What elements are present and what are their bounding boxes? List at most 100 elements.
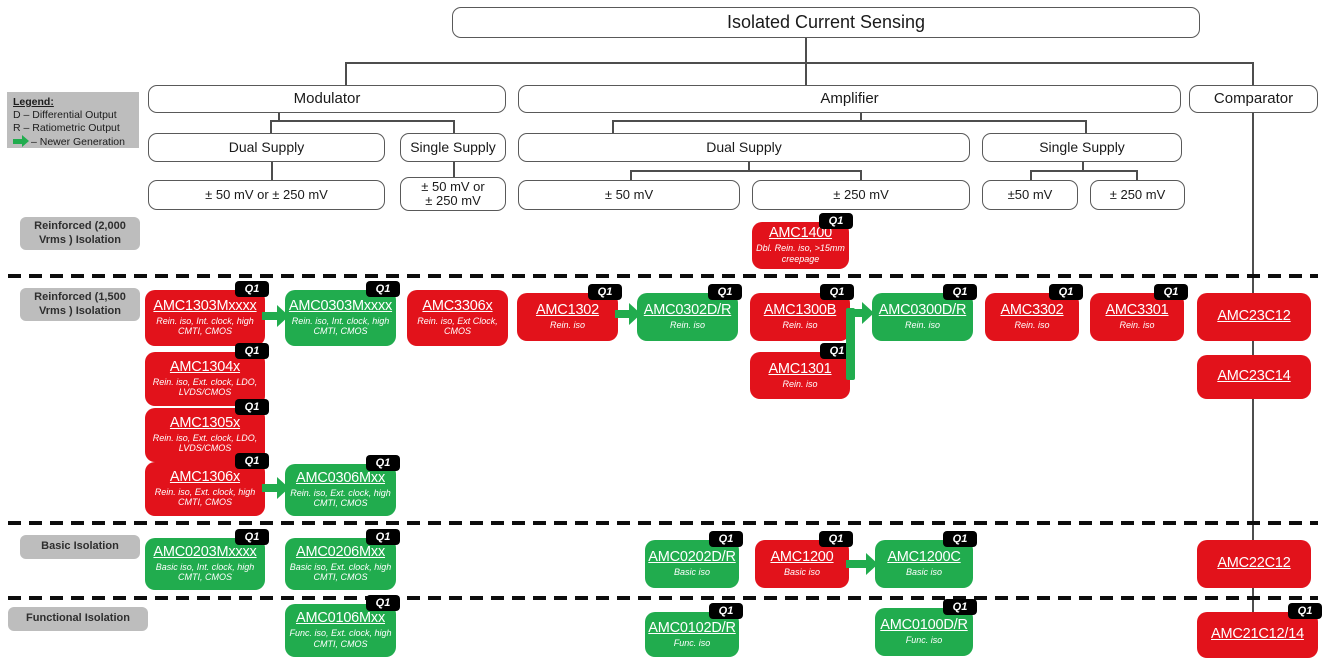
- connector-line: [1030, 170, 1138, 172]
- connector-line: [860, 170, 862, 180]
- product-name[interactable]: AMC22C12: [1217, 555, 1291, 572]
- product-name[interactable]: AMC1200: [770, 549, 834, 566]
- product-box-amc23c12[interactable]: AMC23C12: [1197, 293, 1311, 341]
- row-label-functional-isolation: Functional Isolation: [8, 607, 148, 631]
- q1-badge: Q1: [235, 453, 269, 469]
- product-name[interactable]: AMC1305x: [169, 414, 241, 431]
- amplifier-single-range-50: ±50 mV: [982, 180, 1078, 210]
- product-name[interactable]: AMC0102D/R: [648, 619, 736, 636]
- newer-generation-arrow: [262, 477, 289, 499]
- q1-badge: Q1: [1154, 284, 1188, 300]
- amplifier-dual-supply: Dual Supply: [518, 133, 970, 162]
- newer-generation-arrow: [850, 302, 874, 324]
- product-name[interactable]: AMC0306Mxx: [295, 469, 386, 486]
- product-name[interactable]: AMC0106Mxx: [295, 610, 386, 627]
- product-name[interactable]: AMC1300B: [763, 302, 837, 319]
- product-name[interactable]: AMC21C12/14: [1211, 626, 1304, 643]
- modulator-dual-supply: Dual Supply: [148, 133, 385, 162]
- product-name[interactable]: AMC0203Mxxxx: [153, 543, 257, 560]
- q1-badge: Q1: [819, 531, 853, 547]
- range-line1: ± 50 mV or: [421, 179, 485, 195]
- product-name[interactable]: AMC1301: [768, 360, 832, 377]
- q1-badge: Q1: [943, 284, 977, 300]
- product-name[interactable]: AMC1306x: [169, 468, 241, 485]
- connector-line: [630, 170, 862, 172]
- connector-line: [1085, 120, 1087, 133]
- q1-badge: Q1: [235, 529, 269, 545]
- connector-line: [271, 162, 273, 180]
- q1-badge: Q1: [943, 599, 977, 615]
- product-description: Func. iso: [905, 635, 943, 646]
- newer-generation-arrow: [615, 303, 641, 325]
- product-name[interactable]: AMC0206Mxx: [295, 543, 386, 560]
- amplifier-single-range-250: ± 250 mV: [1090, 180, 1185, 210]
- legend-differential: D – Differential Output: [13, 109, 117, 122]
- product-name[interactable]: AMC3306x: [422, 297, 493, 314]
- product-description: Dbl. Rein. iso, >15mm creepage: [756, 243, 845, 264]
- connector-line: [453, 120, 455, 133]
- product-name[interactable]: AMC3301: [1105, 302, 1169, 319]
- modulator-single-supply: Single Supply: [400, 133, 506, 162]
- connector-line: [270, 120, 455, 122]
- product-description: Func. iso: [673, 637, 711, 648]
- connector-line: [278, 113, 280, 121]
- product-description: Rein. iso, Ext. clock, high CMTI, CMOS: [290, 487, 391, 509]
- product-name[interactable]: AMC0302D/R: [643, 302, 732, 319]
- product-description: Func. iso, Ext. clock, high CMTI, CMOS: [289, 628, 392, 649]
- product-name[interactable]: AMC0100D/R: [880, 617, 968, 634]
- product-name[interactable]: AMC0300D/R: [878, 302, 967, 319]
- modulator-single-range: ± 50 mV or ± 250 mV: [400, 177, 506, 211]
- product-box-amc22c12[interactable]: AMC22C12: [1197, 540, 1311, 588]
- q1-badge: Q1: [366, 595, 400, 611]
- product-name[interactable]: AMC1200C: [887, 549, 961, 566]
- q1-badge: Q1: [943, 531, 977, 547]
- product-name[interactable]: AMC23C12: [1217, 308, 1291, 325]
- product-name[interactable]: AMC1304x: [169, 358, 241, 375]
- product-box-amc23c14[interactable]: AMC23C14: [1197, 355, 1311, 399]
- product-description: Rein. iso: [904, 320, 940, 331]
- product-name[interactable]: AMC23C14: [1217, 368, 1291, 385]
- product-description: Rein. iso: [669, 320, 705, 331]
- connector-line: [1082, 162, 1084, 171]
- dashed-separator: [8, 274, 1318, 278]
- row-label-reinforced-2000: Reinforced (2,000 Vrms ) Isolation: [20, 217, 140, 250]
- green-arrow-icon: [13, 135, 29, 148]
- diagram-title: Isolated Current Sensing: [452, 7, 1200, 38]
- product-name[interactable]: AMC3302: [1000, 302, 1064, 319]
- product-description: Rein. iso, Int. clock, high CMTI, CMOS: [156, 315, 254, 337]
- product-description: Rein. iso, Ext. clock, high CMTI, CMOS: [154, 486, 256, 508]
- product-description: Rein. iso: [1119, 320, 1155, 331]
- connector-line: [270, 120, 272, 133]
- q1-badge: Q1: [588, 284, 622, 300]
- product-name[interactable]: AMC0303Mxxxx: [288, 297, 393, 314]
- product-name[interactable]: AMC1302: [535, 302, 600, 319]
- branch-amplifier: Amplifier: [518, 85, 1181, 113]
- product-name[interactable]: AMC1303Mxxxx: [153, 297, 257, 314]
- product-name[interactable]: AMC1400: [768, 225, 833, 242]
- connector-line: [1136, 170, 1138, 180]
- product-name[interactable]: AMC0202D/R: [648, 549, 736, 566]
